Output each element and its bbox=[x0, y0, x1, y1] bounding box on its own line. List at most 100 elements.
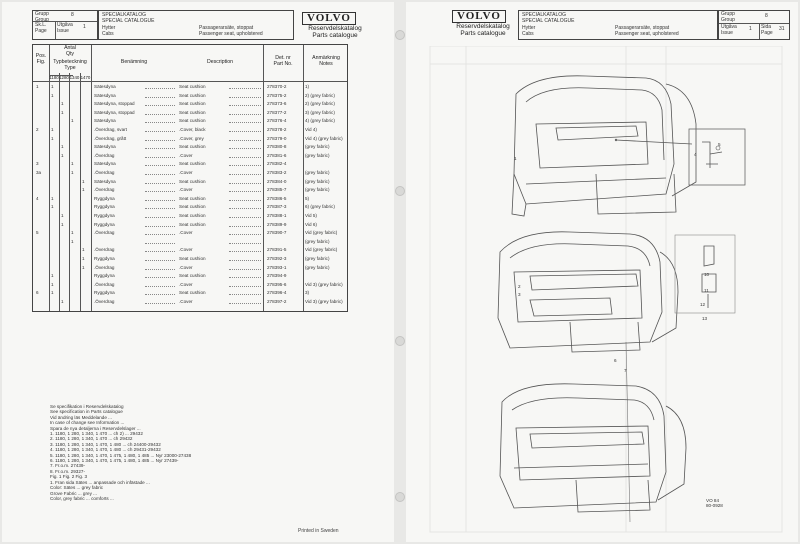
cell-description: Seat cushion bbox=[179, 213, 206, 218]
dot-leader bbox=[229, 153, 261, 158]
dot-leader bbox=[145, 273, 175, 279]
dot-leader bbox=[145, 179, 175, 184]
cell-benamning: .Överdrag bbox=[94, 281, 115, 287]
cell-pos: 3 bbox=[36, 161, 39, 167]
col-description: Description bbox=[207, 59, 233, 65]
cell-qty-4: 1 bbox=[82, 247, 85, 253]
cell-description: Seat cushion bbox=[179, 84, 206, 89]
cell-qty-2: 1 bbox=[61, 144, 64, 150]
footnote-line: 2. 1180, 1 280, 1 340, 1 470 ... ch 2943… bbox=[50, 436, 133, 442]
cell-qty-3: 1 bbox=[71, 238, 74, 244]
detail-bracket-1 bbox=[688, 128, 746, 186]
col-type: Typbeteckning Type bbox=[53, 59, 87, 71]
col-benamning: Benämning bbox=[120, 59, 148, 65]
dot-leader bbox=[145, 299, 175, 304]
cell-part-no: 278380-8 bbox=[267, 144, 287, 150]
cell-part-no: 278378-2 bbox=[267, 127, 287, 132]
cell-part-no: 278395-6 bbox=[267, 281, 287, 287]
cell-part-no: 278388-1 bbox=[267, 213, 287, 218]
detail-bracket-2 bbox=[674, 234, 736, 314]
footnote-line: 3. 1180, 1 280, 1 340, 1 470, 1 480 ... … bbox=[50, 441, 161, 447]
cell-description: Seat cushion bbox=[179, 118, 206, 124]
dot-leader bbox=[145, 222, 175, 227]
footnote-line: 7. Fr.o.m. 27439- bbox=[50, 463, 85, 469]
cell-description: .Cover, black bbox=[179, 127, 206, 132]
cell-benamning: .Överdrag bbox=[94, 170, 115, 175]
cell-pos: 2 bbox=[36, 127, 39, 132]
dot-leader bbox=[229, 110, 261, 115]
cell-part-no: 278390-7 bbox=[267, 230, 287, 236]
cell-notes: Vid (grey fabric) bbox=[305, 230, 338, 236]
callout-2: 2 bbox=[518, 284, 521, 289]
catalogue-name-sv: Reservdelskatalog bbox=[308, 25, 362, 32]
cell-qty-2: 1 bbox=[61, 101, 64, 107]
cell-benamning: Sätesdyna bbox=[94, 144, 116, 150]
subject-sv: Passagerarsäte, stoppat bbox=[615, 25, 670, 31]
callout-3: 3 bbox=[518, 292, 521, 297]
cell-benamning: .Överdrag, svart bbox=[94, 127, 127, 132]
footnote-line: Fig. 1 Fig. 2 Fig. 3 bbox=[50, 474, 88, 480]
cell-qty-2: 1 bbox=[61, 109, 64, 115]
cell-part-no: 278375-2 bbox=[267, 92, 287, 98]
cell-part-no: 278396-4 bbox=[267, 290, 287, 296]
col-type-3: 1340 bbox=[69, 75, 80, 80]
cell-benamning: Ryggdyna bbox=[94, 204, 115, 210]
page-value: 31 bbox=[779, 26, 785, 32]
dot-leader bbox=[145, 204, 175, 210]
cell-description: .Cover bbox=[179, 281, 193, 287]
dot-leader bbox=[229, 299, 261, 304]
cell-notes: 3) bbox=[305, 290, 310, 296]
cell-part-no: 278384-0 bbox=[267, 178, 287, 184]
dot-leader bbox=[145, 161, 175, 167]
dot-leader bbox=[229, 170, 261, 175]
cell-benamning: Sätesdyna bbox=[94, 92, 116, 98]
cell-benamning: Ryggdyna bbox=[94, 221, 115, 227]
col-type-1: 1180 bbox=[49, 75, 59, 80]
cell-description: Seat cushion bbox=[179, 256, 206, 261]
catalogue-name-en: Parts catalogue bbox=[460, 30, 506, 37]
dot-leader bbox=[145, 84, 175, 89]
callout-13: 13 bbox=[702, 316, 708, 321]
cell-pos: 4 bbox=[36, 195, 39, 201]
cell-benamning: Ryggdyna bbox=[94, 213, 115, 218]
cell-part-no: 278391-5 bbox=[267, 247, 287, 253]
cell-description: Seat cushion bbox=[179, 221, 206, 227]
dot-leader bbox=[145, 110, 175, 115]
callout-12: 12 bbox=[700, 302, 706, 307]
cell-notes: Vid 5) bbox=[305, 213, 317, 218]
cell-part-no: 278377-2 bbox=[267, 109, 287, 115]
dot-leader bbox=[229, 247, 261, 253]
footnote-line: Color: Sätes ... grey fabric bbox=[50, 485, 104, 491]
parts-table: Pos. Fig. Antal Qty Typbeteckning Type 1… bbox=[32, 44, 348, 312]
dot-leader bbox=[229, 187, 261, 193]
cell-part-no: 278379-0 bbox=[267, 135, 287, 141]
cell-description: .Cover bbox=[179, 187, 193, 193]
binder-hole bbox=[395, 186, 405, 196]
section-en: Cabs bbox=[522, 31, 534, 37]
cell-pos: 1 bbox=[36, 84, 39, 89]
cell-notes: 1) bbox=[305, 84, 310, 89]
cell-qty-2: 1 bbox=[61, 152, 64, 158]
callout-7: 7 bbox=[624, 368, 627, 373]
cell-benamning: Sätesdyna bbox=[94, 118, 116, 124]
section-sv: Hytter bbox=[102, 25, 116, 31]
dot-leader bbox=[145, 290, 175, 296]
catalogue-title-box: SPECIALKATALOG SPECIAL CATALOGUE Hytter … bbox=[518, 10, 718, 40]
cell-qty-1: 1 bbox=[51, 273, 54, 279]
binder-hole bbox=[395, 492, 405, 502]
cell-description: Seat cushion bbox=[179, 290, 206, 296]
cell-part-no: 278387-3 bbox=[267, 204, 287, 210]
dot-leader bbox=[145, 144, 175, 150]
dot-leader bbox=[229, 230, 261, 236]
cell-description: Seat cushion bbox=[179, 144, 206, 150]
cell-notes: 4) (grey fabric) bbox=[305, 118, 335, 124]
footnote-line: 4. 1180, 1 280, 1 340, 1 470, 1 480 ... … bbox=[50, 447, 161, 453]
